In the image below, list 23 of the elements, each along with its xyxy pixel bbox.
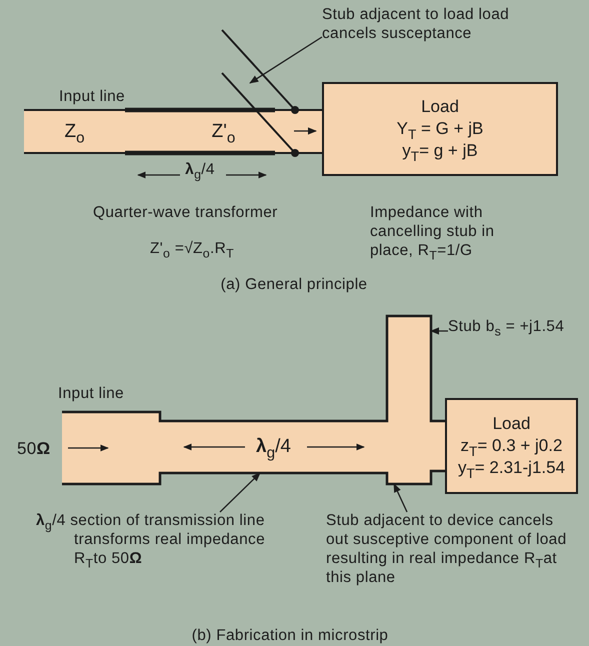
leader-line	[249, 36, 322, 84]
callout-text: Stub adjacent to device cancels out susceptive component of load resulting in real impedance R$_{T}$at this plane	[326, 512, 578, 612]
line-label: Input line	[59, 88, 125, 107]
load-box: Load z$_{T}$= 0.3 + j0.2 y$_{T}$= 2.31-j1.54	[445, 398, 578, 494]
callout-text: λ$_{g}$/4 section of transmission line transforms real impedance R$_{T}$to 50Ω	[36, 512, 298, 582]
leader-line	[393, 483, 408, 512]
input-line-section: Z$_{o}$	[24, 110, 125, 153]
leader-line	[220, 472, 261, 512]
dimension-label: λ$_{g}$/4	[185, 161, 215, 180]
stub-label: Stub b$_{s}$ = +j1.54	[448, 318, 584, 348]
impedance-label: 50Ω	[17, 439, 50, 460]
panel-caption: (b) Fabrication in microstrip	[192, 627, 388, 646]
caption-text: Quarter-wave transformer	[93, 204, 278, 223]
load-box: Load Y$_{T}$ = G + jB y$_{T}$= g + jB	[322, 82, 558, 176]
stub-section	[387, 316, 431, 484]
leader-line	[430, 327, 448, 335]
input-line-section	[62, 412, 160, 484]
quarter-wave-section: λ$_{g}$/4	[160, 421, 387, 473]
note-text: Impedance with cancelling stub in place, R$_{T}$=1/G	[370, 204, 496, 261]
line-label: Input line	[58, 385, 124, 404]
panel-caption: (a) General principle	[220, 276, 368, 295]
callout-text: Stub adjacent to load load cancels susceptance	[322, 6, 554, 52]
formula-text: Z'$_{o}$ =√Z$_{o}$.R$_{T}$	[150, 240, 234, 259]
